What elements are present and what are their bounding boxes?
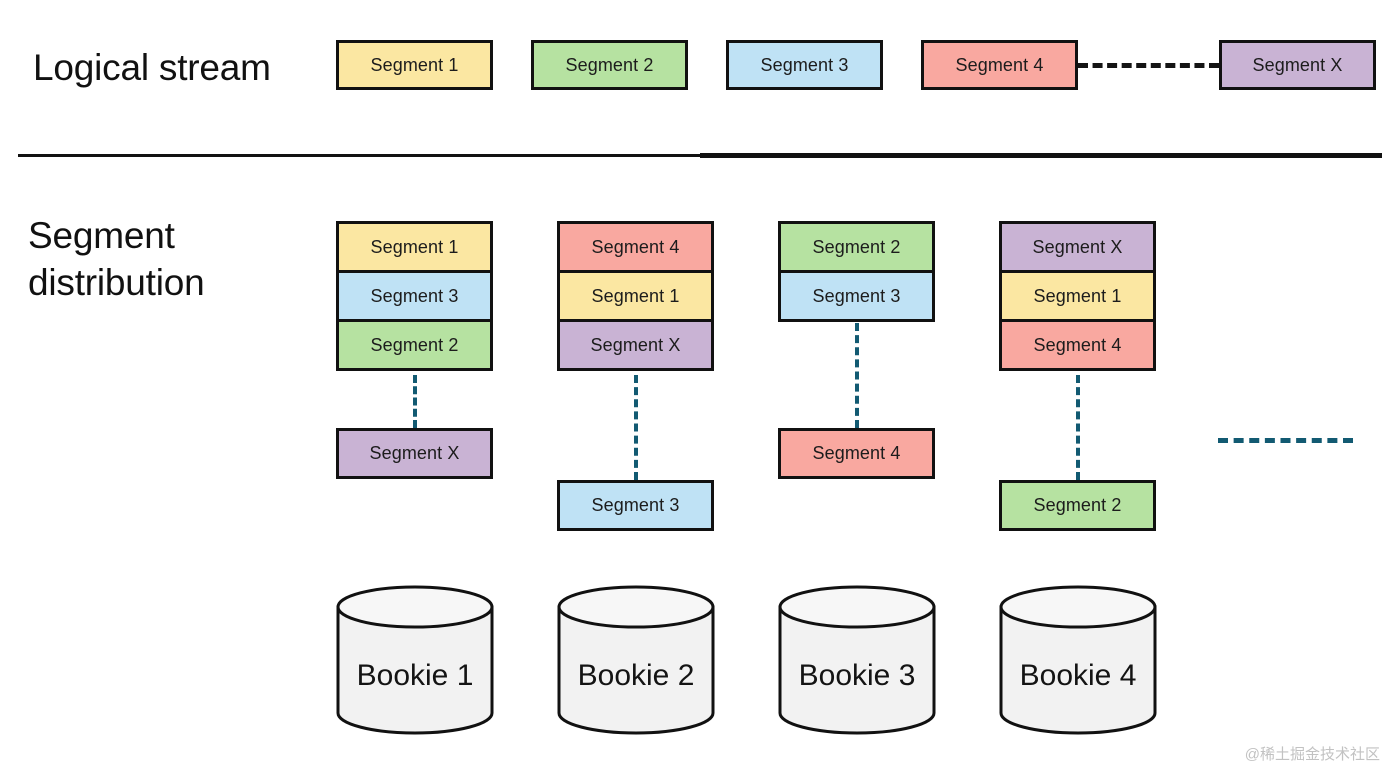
bookie-1-stack-item-1-label: Segment 1 — [370, 236, 459, 257]
logical-segment-x: Segment X — [1219, 40, 1376, 90]
section-divider-right — [700, 153, 1382, 158]
bookie-1-dashed-connector — [413, 375, 417, 428]
bookie-4-cylinder: Bookie 4 — [998, 585, 1158, 735]
bookie-2-segment-stack: Segment 4 Segment 1 Segment X — [557, 221, 714, 371]
bookie-1-stack-item-3: Segment 2 — [336, 319, 493, 371]
bookie-1-stack-item-3-label: Segment 2 — [370, 334, 459, 355]
bookie-4-stack-item-1-label: Segment X — [1032, 236, 1123, 257]
bookie-4-tail-segment: Segment 2 — [999, 480, 1156, 531]
logical-segment-2: Segment 2 — [531, 40, 688, 90]
logical-segment-4-label: Segment 4 — [955, 54, 1044, 75]
segment-distribution-title-text: Segment distribution — [28, 215, 205, 304]
bookie-2-tail-segment-label: Segment 3 — [591, 495, 680, 515]
bookie-4-segment-stack: Segment X Segment 1 Segment 4 — [999, 221, 1156, 371]
bookie-1-label: Bookie 1 — [356, 659, 474, 692]
bookie-3-label: Bookie 3 — [798, 659, 916, 692]
database-cylinder-icon — [336, 585, 494, 735]
logical-stream-title: Logical stream — [33, 47, 271, 88]
bookie-1-stack-item-2: Segment 3 — [336, 270, 493, 322]
logical-segment-1-label: Segment 1 — [370, 54, 459, 75]
bookie-3-stack-item-2-label: Segment 3 — [812, 285, 901, 306]
bookie-1-cylinder: Bookie 1 — [335, 585, 495, 735]
logical-segment-2-label: Segment 2 — [565, 54, 654, 75]
watermark: @稀土掘金技术社区 — [1244, 746, 1380, 763]
bookie-1-stack-item-2-label: Segment 3 — [370, 285, 459, 306]
bookie-3-tail-segment: Segment 4 — [778, 428, 935, 479]
bookie-3-stack-item-1-label: Segment 2 — [812, 236, 901, 257]
bookie-3-dashed-connector — [855, 323, 859, 428]
bookie-2-cylinder: Bookie 2 — [556, 585, 716, 735]
bookie-2-stack-item-3: Segment X — [557, 319, 714, 371]
bookie-2-stack-item-3-label: Segment X — [590, 334, 681, 355]
database-cylinder-icon — [778, 585, 936, 735]
logical-stream-ellipsis-connector — [1078, 63, 1219, 68]
bookie-4-dashed-connector — [1076, 375, 1080, 480]
bookie-4-stack-item-3: Segment 4 — [999, 319, 1156, 371]
logical-segment-4: Segment 4 — [921, 40, 1078, 90]
bookie-4-stack-item-2-label: Segment 1 — [1033, 285, 1122, 306]
bookie-3-tail-segment-label: Segment 4 — [812, 443, 901, 463]
bookie-2-stack-item-1-label: Segment 4 — [591, 236, 680, 257]
logical-segment-x-label: Segment X — [1252, 54, 1343, 75]
bookie-4-tail-segment-label: Segment 2 — [1033, 495, 1122, 515]
bookie-2-stack-item-1: Segment 4 — [557, 221, 714, 273]
database-cylinder-icon — [999, 585, 1157, 735]
bookie-4-label: Bookie 4 — [1019, 659, 1137, 692]
more-columns-dashed-indicator — [1218, 438, 1353, 443]
bookie-4-stack-item-3-label: Segment 4 — [1033, 334, 1122, 355]
database-cylinder-icon — [557, 585, 715, 735]
bookie-3-cylinder: Bookie 3 — [777, 585, 937, 735]
bookie-2-stack-item-2: Segment 1 — [557, 270, 714, 322]
bookie-2-dashed-connector — [634, 375, 638, 480]
bookie-4-stack-item-2: Segment 1 — [999, 270, 1156, 322]
bookie-1-stack-item-1: Segment 1 — [336, 221, 493, 273]
bookie-2-stack-item-2-label: Segment 1 — [591, 285, 680, 306]
bookie-2-tail-segment: Segment 3 — [557, 480, 714, 531]
bookie-4-stack-item-1: Segment X — [999, 221, 1156, 273]
bookie-3-stack-item-2: Segment 3 — [778, 270, 935, 322]
logical-segment-3: Segment 3 — [726, 40, 883, 90]
bookie-3-segment-stack: Segment 2 Segment 3 — [778, 221, 935, 322]
logical-segment-3-label: Segment 3 — [760, 54, 849, 75]
bookie-2-label: Bookie 2 — [577, 659, 695, 692]
bookie-1-tail-segment-label: Segment X — [369, 443, 460, 463]
bookie-1-segment-stack: Segment 1 Segment 3 Segment 2 — [336, 221, 493, 371]
bookie-1-tail-segment: Segment X — [336, 428, 493, 479]
bookie-3-stack-item-1: Segment 2 — [778, 221, 935, 273]
logical-segment-1: Segment 1 — [336, 40, 493, 90]
segment-distribution-title: Segment distribution — [28, 212, 205, 307]
